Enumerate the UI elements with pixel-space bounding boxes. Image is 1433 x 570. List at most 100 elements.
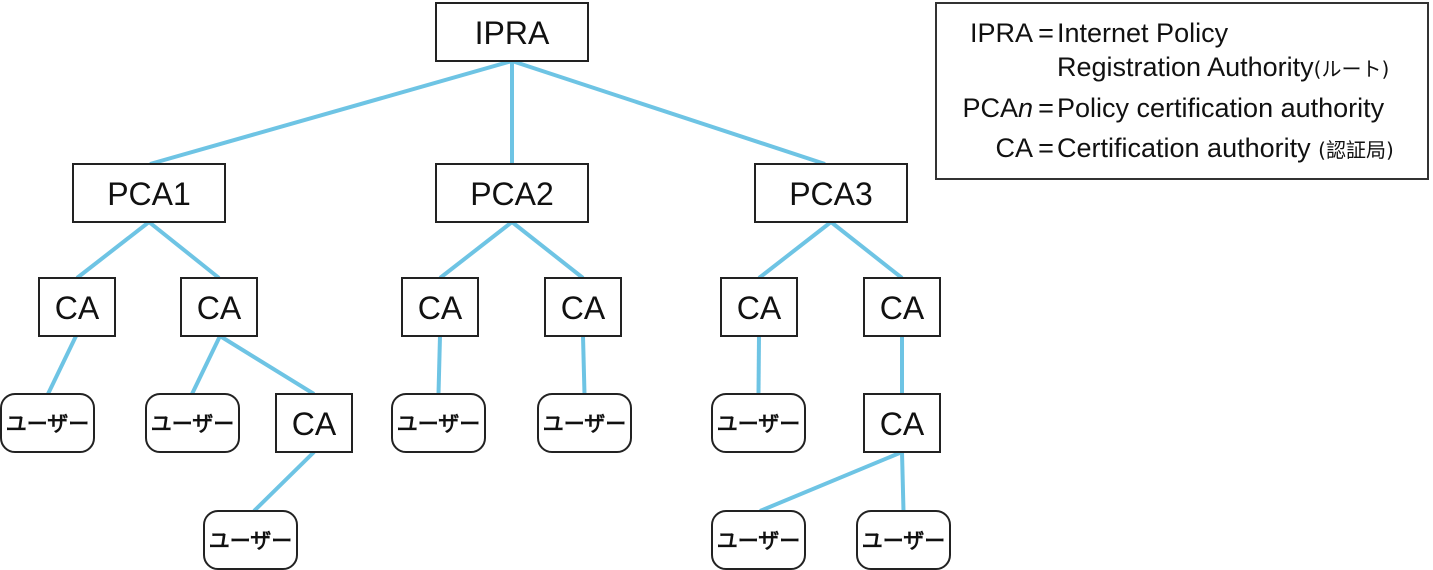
node-label: CA: [197, 290, 242, 326]
legend-equals: =: [1038, 18, 1054, 48]
legend-value: Internet Policy: [1057, 18, 1229, 48]
legend-note: (認証局): [1318, 138, 1394, 162]
edge-ca3b_sub-u8: [900, 451, 906, 512]
user-node-u6: ユーザー: [711, 393, 806, 453]
edge-ca2b-u5: [581, 335, 587, 395]
edge-pca3-ca3a: [757, 220, 833, 280]
node-box: [0, 393, 95, 453]
legend-key-italic: n: [1017, 93, 1033, 123]
ca-node-ca3b: CA: [863, 277, 941, 337]
node-label: CA: [880, 290, 925, 326]
edge-ca1b-u2: [190, 335, 222, 395]
legend-value: Policy certification authority: [1057, 93, 1385, 123]
legend-value-wrap: Certification authority (認証局): [1057, 133, 1394, 164]
node-label: CA: [561, 290, 606, 326]
node-box: [856, 510, 951, 570]
user-node-u1: ユーザー: [0, 393, 95, 453]
edges-layer: [46, 59, 906, 513]
node-label: CA: [418, 290, 463, 326]
node-label: PCA1: [107, 176, 191, 212]
node-label: CA: [292, 406, 337, 442]
node-label: ユーザー: [543, 412, 627, 436]
edge-ca3b_sub-u7: [759, 450, 903, 513]
user-node-u5: ユーザー: [537, 393, 632, 453]
node-box: [711, 510, 806, 570]
edge-ca1a-u1: [46, 335, 78, 395]
edge-pca2-ca2b: [510, 220, 585, 280]
ca-node-ca1b: CA: [180, 277, 258, 337]
legend-value-wrap: Registration Authority(ルート): [1057, 52, 1389, 83]
edge-ca2a-u4: [436, 335, 442, 395]
user-node-u8: ユーザー: [856, 510, 951, 570]
node-box: [435, 163, 589, 223]
node-box: [401, 277, 479, 337]
user-node-u2: ユーザー: [145, 393, 240, 453]
node-label: CA: [55, 290, 100, 326]
root-node-ipra: IPRA: [435, 2, 589, 62]
node-box: [275, 393, 353, 453]
node-box: [391, 393, 486, 453]
node-box: [38, 277, 116, 337]
legend-equals: =: [1038, 133, 1054, 163]
ca-node-ca3a: CA: [720, 277, 798, 337]
ca-node-ca2a: CA: [401, 277, 479, 337]
legend-note: (ルート): [1313, 57, 1390, 81]
legend-value: Certification authority: [1057, 133, 1311, 163]
edge-ipra-pca3: [511, 59, 826, 166]
pca-node-pca1: PCA1: [72, 163, 226, 223]
ca-node-ca1a: CA: [38, 277, 116, 337]
node-label: ユーザー: [397, 412, 481, 436]
ca-node-ca3b_sub: CA: [863, 393, 941, 453]
node-label: PCA3: [789, 176, 873, 212]
node-label: CA: [737, 290, 782, 326]
legend-row-ipra: IPRA = Internet Policy: [937, 18, 1427, 52]
legend-key: PCAn: [937, 93, 1033, 124]
edge-ipra-pca1: [149, 59, 513, 166]
node-label: ユーザー: [717, 529, 801, 553]
node-box: [180, 277, 258, 337]
node-box: [754, 163, 908, 223]
pca-node-pca3: PCA3: [754, 163, 908, 223]
node-label: PCA2: [470, 176, 554, 212]
node-label: ユーザー: [6, 412, 90, 436]
node-label: ユーザー: [862, 529, 946, 553]
user-node-u7: ユーザー: [711, 510, 806, 570]
user-node-u3: ユーザー: [203, 510, 298, 570]
legend-row-ca: CA = Certification authority (認証局): [937, 133, 1427, 167]
legend-key-text: PCA: [962, 93, 1018, 123]
node-label: ユーザー: [717, 412, 801, 436]
edge-pca1-ca1b: [147, 220, 221, 280]
node-box: [203, 510, 298, 570]
node-label: CA: [880, 406, 925, 442]
edge-ca1b_sub-u3: [252, 450, 316, 513]
node-box: [435, 2, 589, 62]
node-box: [72, 163, 226, 223]
node-box: [145, 393, 240, 453]
node-box: [720, 277, 798, 337]
node-label: ユーザー: [151, 412, 235, 436]
legend-key: CA: [995, 133, 1033, 163]
pca-node-pca2: PCA2: [435, 163, 589, 223]
edge-pca1-ca1a: [75, 220, 151, 280]
legend-box: IPRA = Internet Policy Registration Auth…: [935, 2, 1429, 180]
user-node-u4: ユーザー: [391, 393, 486, 453]
edge-ca1b-ca1b_sub: [218, 334, 316, 396]
legend-row-pca: PCAn = Policy certification authority: [937, 93, 1427, 127]
legend-row-ipra-cont: Registration Authority(ルート): [937, 52, 1427, 86]
edge-ca3a-u6: [756, 335, 761, 395]
legend-value: Registration Authority: [1057, 52, 1314, 82]
node-box: [537, 393, 632, 453]
edge-pca2-ca2a: [438, 220, 514, 280]
node-box: [863, 277, 941, 337]
node-label: IPRA: [475, 15, 550, 51]
node-label: ユーザー: [209, 529, 293, 553]
ca-node-ca1b_sub: CA: [275, 393, 353, 453]
ca-node-ca2b: CA: [544, 277, 622, 337]
node-box: [711, 393, 806, 453]
legend-key: IPRA: [969, 18, 1033, 48]
node-box: [863, 393, 941, 453]
node-box: [544, 277, 622, 337]
legend-equals: =: [1038, 93, 1054, 123]
